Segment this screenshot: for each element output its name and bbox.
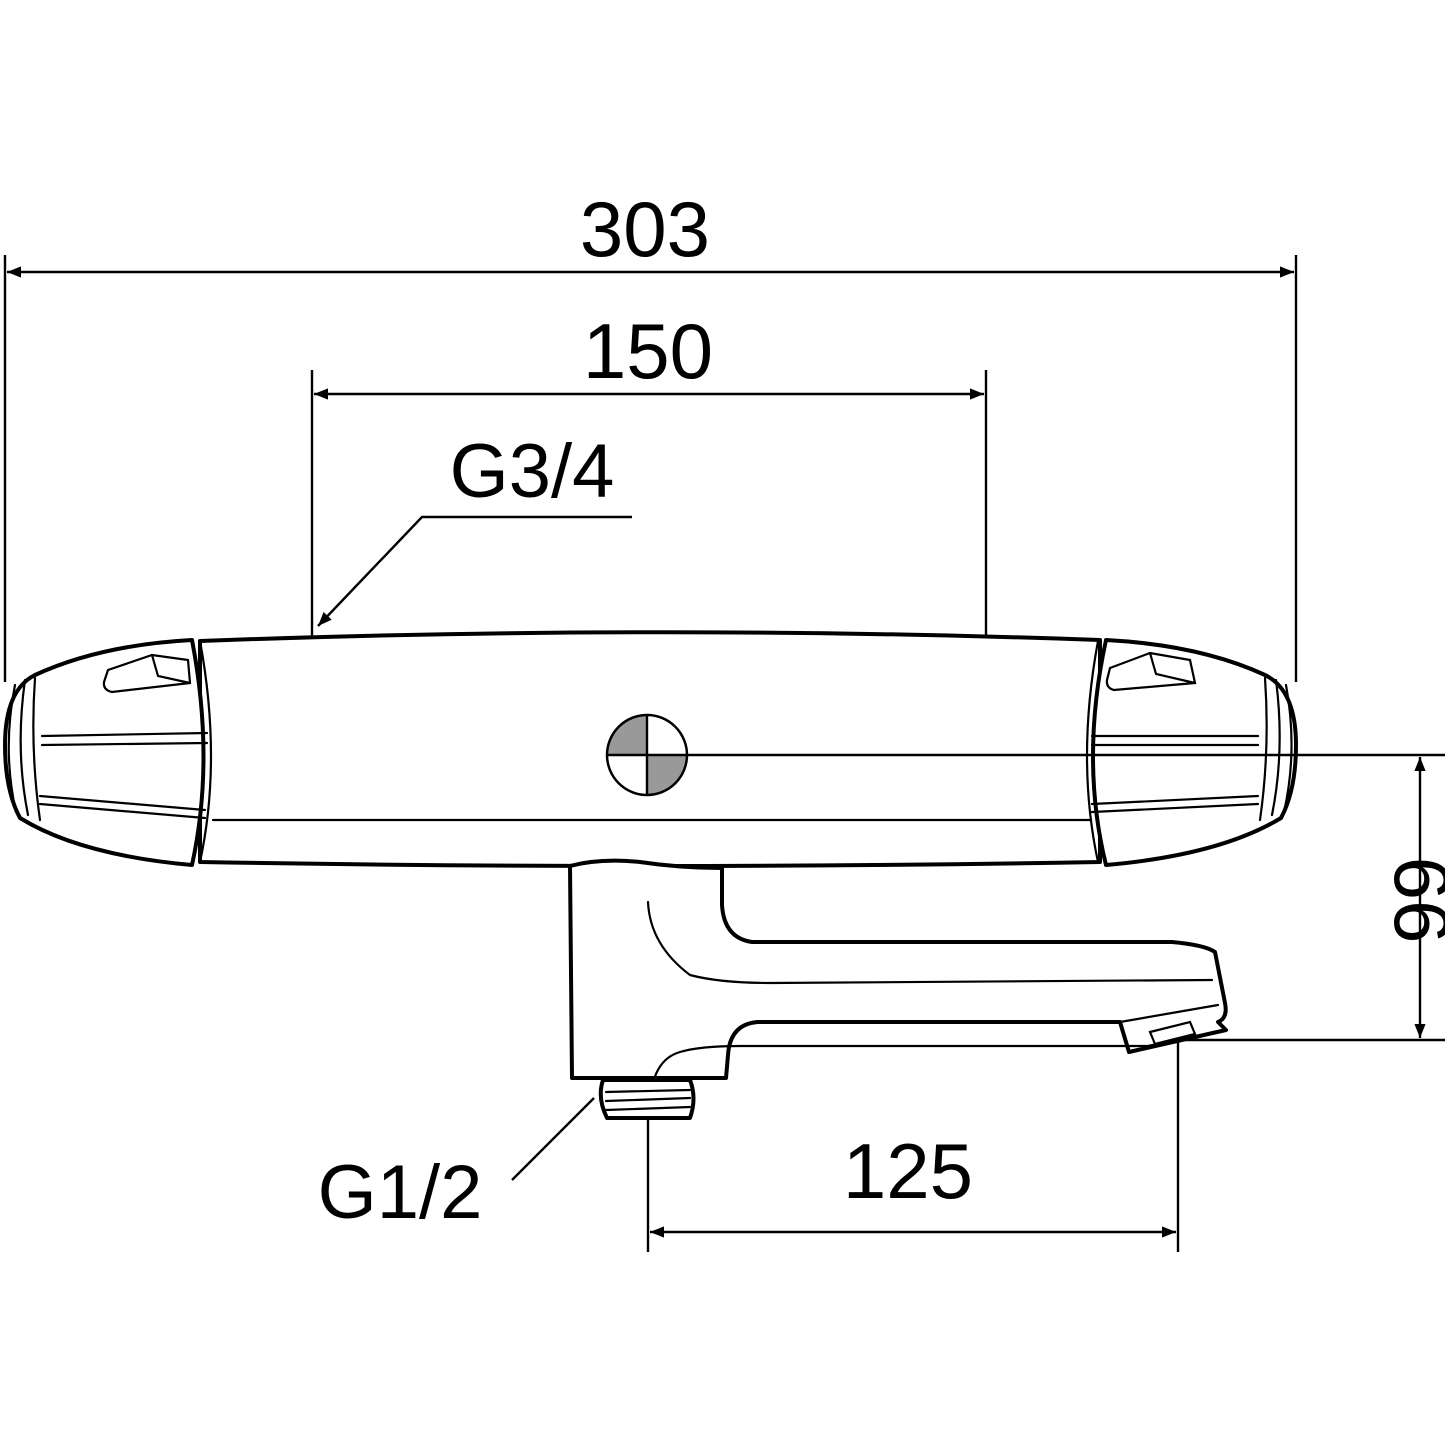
flow-handle-right	[1085, 638, 1298, 867]
outlet-thread-label: G1/2	[318, 1150, 483, 1235]
temperature-handle-left	[3, 638, 213, 867]
dimension-spout-reach: 125	[646, 1042, 1180, 1252]
dimension-overall-width: 303	[3, 185, 1298, 682]
inlet-thread-callout: G3/4	[317, 429, 632, 627]
outlet-height-label: 66	[1378, 857, 1445, 944]
mixer-body	[198, 630, 1102, 868]
inlet-thread-label: G3/4	[450, 429, 615, 514]
dimension-inlet-centers: 150	[310, 307, 988, 636]
outlet-thread-callout: G1/2	[318, 1097, 595, 1235]
overall-width-label: 303	[580, 185, 710, 273]
inlet-centers-label: 150	[583, 307, 713, 395]
dimension-outlet-height: 66	[1180, 757, 1445, 1042]
spout-reach-label: 125	[843, 1127, 973, 1215]
center-mark-icon	[605, 713, 1445, 797]
bath-spout	[568, 858, 1228, 1120]
